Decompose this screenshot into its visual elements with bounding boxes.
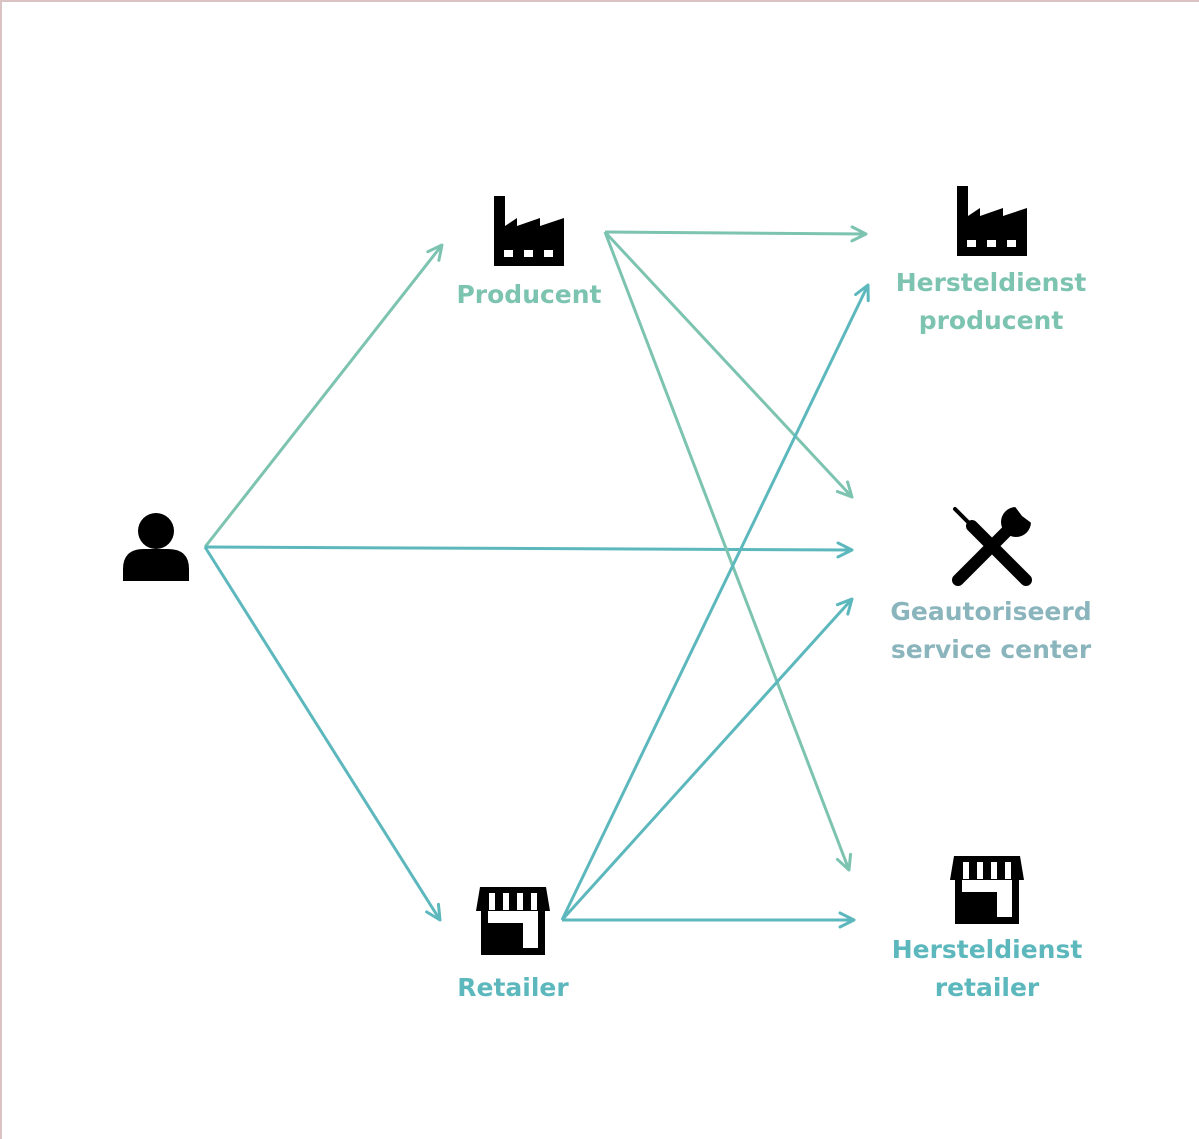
edge-consumer-producent <box>203 243 444 548</box>
edge-producent-hersteldienst-producent <box>604 225 868 243</box>
edge-consumer-service-center <box>204 541 854 559</box>
service-center-label-line1: Geautoriseerd <box>890 597 1091 626</box>
edge-retailer-service-center <box>560 597 854 922</box>
edge-retailer-hersteldienst-producent <box>560 283 870 921</box>
producent-label: Producent <box>456 280 601 309</box>
edge-producent-service-center <box>603 230 854 499</box>
tools-icon <box>952 500 1038 586</box>
hersteldienst-producent-label-line1: Hersteldienst <box>896 268 1087 297</box>
factory-icon <box>957 186 1027 256</box>
hersteldienst-producent-label-line2: producent <box>919 306 1064 335</box>
person-icon <box>123 513 189 581</box>
store-icon <box>476 887 550 955</box>
retailer-label: Retailer <box>457 973 569 1002</box>
hersteldienst-retailer-label-line2: retailer <box>935 973 1040 1002</box>
service-center-label-line2: service center <box>891 635 1092 664</box>
edge-producent-hersteldienst-retailer <box>603 231 853 872</box>
factory-icon <box>494 196 564 266</box>
edge-consumer-retailer <box>203 546 442 922</box>
hersteldienst-retailer-label-line1: Hersteldienst <box>892 935 1083 964</box>
store-icon <box>950 856 1024 924</box>
